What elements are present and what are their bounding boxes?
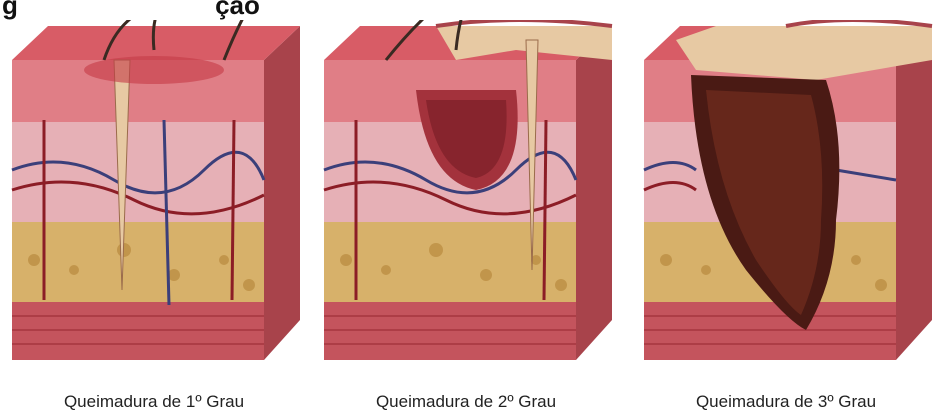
skin-block-first-degree [4,20,304,386]
caption-first-degree: Queimadura de 1º Grau [4,392,304,412]
figure-title-fragment-text: g ção [2,0,260,21]
skin-block-third-degree [636,20,936,386]
skin-block-second-degree [316,20,616,386]
panel-first-degree [4,20,304,386]
caption-third-degree: Queimadura de 3º Grau [636,392,936,412]
panel-third-degree [636,20,936,386]
caption-second-degree: Queimadura de 2º Grau [316,392,616,412]
panel-second-degree [316,20,616,386]
